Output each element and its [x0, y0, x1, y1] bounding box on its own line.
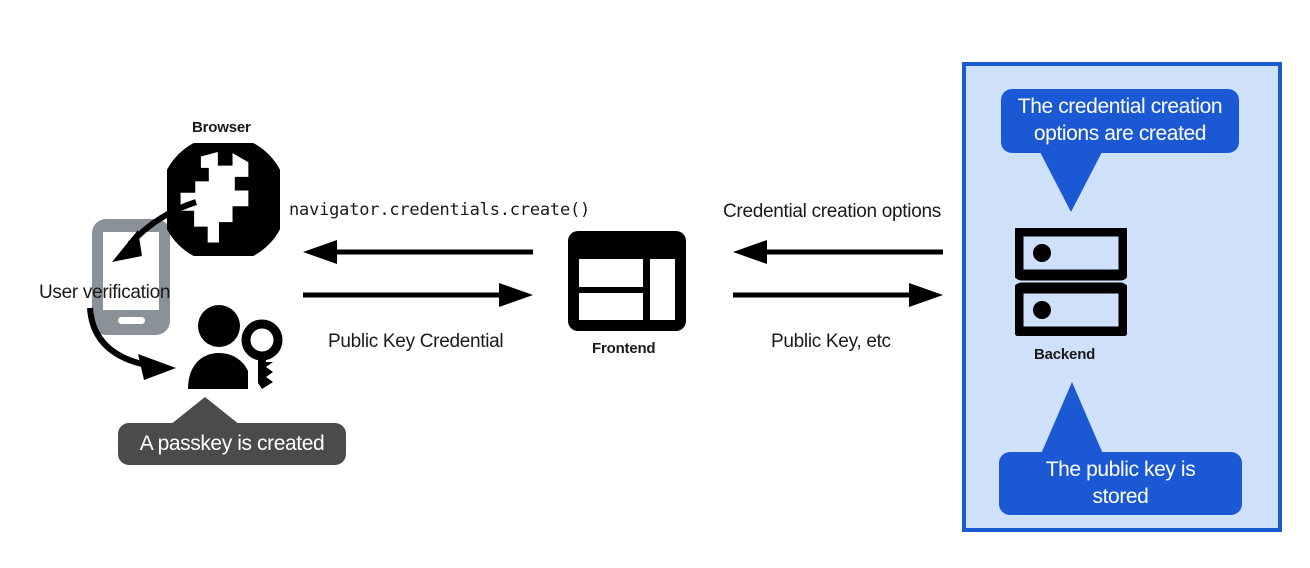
server-rack-icon	[1015, 228, 1127, 336]
flow-right-top-label: Credential creation options	[723, 201, 941, 222]
browser-label: Browser	[192, 119, 251, 136]
arrow-left-bottom	[303, 283, 533, 307]
tooltip-public-key-stored: The public key is stored	[999, 452, 1242, 515]
mobile-phone-icon	[92, 219, 170, 335]
tooltip-credential-options-line-2: options are created	[1033, 122, 1207, 145]
tooltip-public-key-pointer	[1041, 382, 1103, 454]
user-with-key-icon	[188, 305, 284, 389]
backend-label: Backend	[1034, 346, 1096, 363]
tooltip-credential-options-line-1: The credential creation	[1017, 95, 1223, 119]
tooltip-public-key-stored-line-2: stored	[1092, 484, 1149, 508]
flow-right-bottom-label: Public Key, etc	[771, 331, 891, 352]
globe-icon	[167, 143, 280, 256]
curved-arrow-to-phone-icon	[100, 196, 200, 276]
arrow-right-bottom	[733, 283, 943, 307]
curved-arrow-to-user-icon	[80, 306, 195, 386]
flow-left-bottom-label: Public Key Credential	[328, 331, 504, 352]
tooltip-credential-options: The credential creation options are crea…	[1001, 89, 1239, 153]
arrow-right-top	[733, 240, 943, 264]
frontend-label: Frontend	[592, 340, 656, 357]
frontend-web-layout-icon	[568, 231, 686, 331]
flow-left-top-label: navigator.credentials.create()	[289, 200, 591, 220]
tooltip-passkey-pointer	[165, 397, 245, 429]
tooltip-public-key-stored-line-1: The public key is	[1045, 457, 1196, 481]
tooltip-passkey-created: A passkey is created	[118, 423, 346, 465]
user-verification-label: User verification	[39, 282, 171, 303]
tooltip-credential-options-pointer	[1040, 152, 1102, 214]
arrow-left-top	[303, 240, 533, 264]
